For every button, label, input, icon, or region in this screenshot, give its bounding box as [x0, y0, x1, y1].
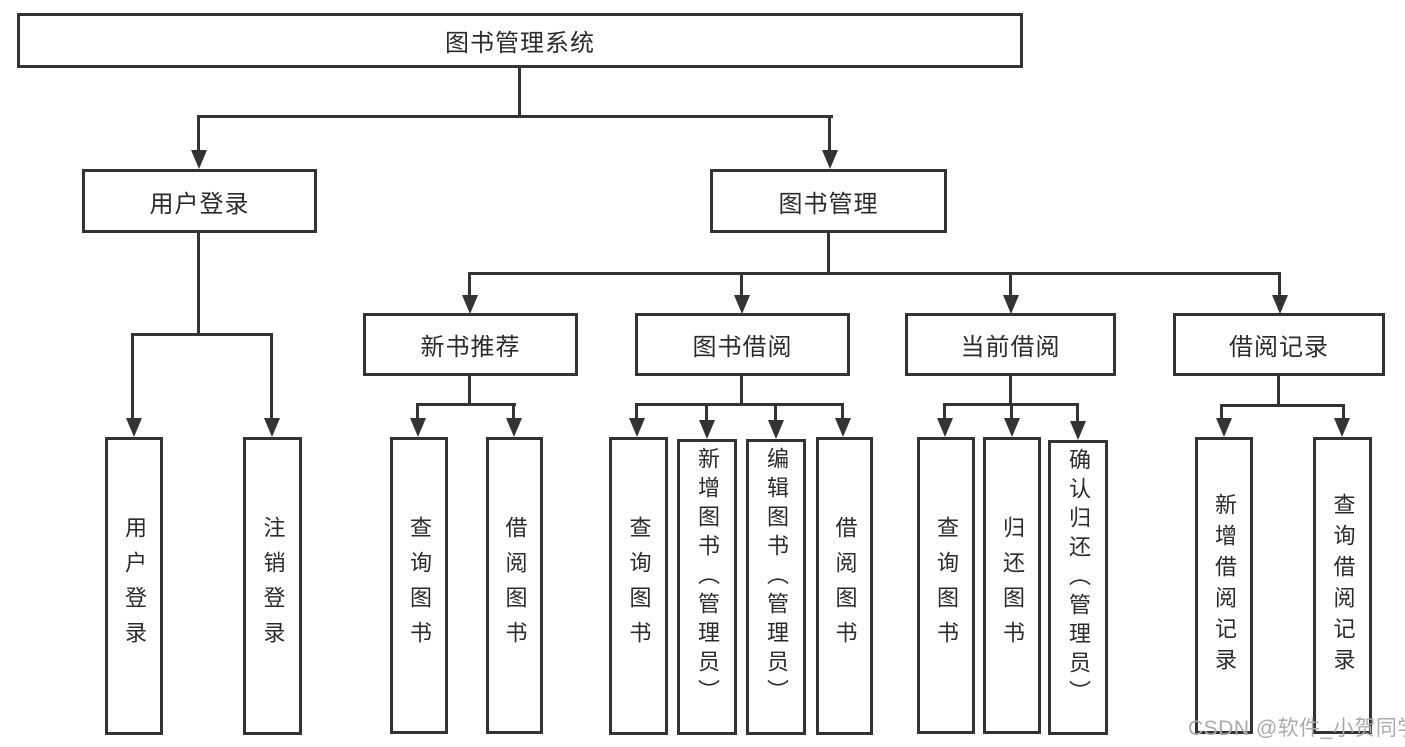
connector-line: [416, 403, 419, 420]
node-book-management: 图书管理: [710, 169, 947, 233]
connector-line: [512, 403, 515, 420]
leaf-recommend-borrow-books: 借阅图书: [486, 437, 543, 734]
connector-line: [1010, 403, 1013, 420]
arrow-down-icon: [264, 418, 280, 437]
leaf-borrowing-edit-books: 编辑图书（管理员）: [746, 439, 806, 735]
leaf-label: 注销登录: [260, 516, 286, 656]
arrow-down-icon: [734, 295, 750, 314]
connector-line: [1009, 272, 1012, 297]
connector-line: [705, 403, 708, 422]
arrow-down-icon: [699, 420, 715, 439]
arrow-down-icon: [126, 418, 142, 437]
leaf-current-confirm-return: 确认归还（管理员）: [1048, 440, 1108, 735]
arrow-down-icon: [1272, 295, 1288, 314]
arrow-down-icon: [768, 420, 784, 439]
node-current-borrowing: 当前借阅: [905, 313, 1116, 376]
node-borrowing-records: 借阅记录: [1173, 313, 1385, 376]
node-library-system: 图书管理系统: [17, 13, 1023, 68]
leaf-logout: 注销登录: [243, 437, 302, 735]
connector-line: [197, 115, 833, 118]
connector-line: [635, 403, 844, 406]
leaf-label: 编辑图书（管理员）: [764, 447, 789, 708]
leaf-label: 查询借阅记录: [1330, 492, 1356, 679]
arrow-down-icon: [1334, 418, 1350, 437]
leaf-current-query-books: 查询图书: [917, 437, 975, 734]
leaf-borrowing-query-books: 查询图书: [609, 437, 668, 735]
node-label: 图书管理: [778, 190, 879, 218]
leaf-label: 确认归还（管理员）: [1066, 448, 1091, 709]
connector-line: [1076, 403, 1079, 423]
node-label: 图书借阅: [692, 334, 793, 361]
leaf-label: 借阅图书: [832, 516, 858, 656]
arrow-down-icon: [1004, 418, 1020, 437]
arrow-down-icon: [1070, 421, 1086, 440]
connector-line: [943, 403, 946, 420]
connector-line: [841, 403, 844, 420]
leaf-label: 新增借阅记录: [1212, 492, 1237, 679]
leaf-label: 查询图书: [626, 516, 652, 656]
connector-line: [518, 68, 521, 117]
arrow-down-icon: [506, 418, 522, 437]
leaf-label: 查询图书: [407, 515, 432, 656]
arrow-down-icon: [410, 418, 426, 437]
arrow-down-icon: [462, 295, 478, 314]
leaf-label: 用户登录: [122, 516, 147, 656]
arrow-down-icon: [937, 418, 953, 437]
arrow-down-icon: [835, 418, 851, 437]
node-user-login: 用户登录: [82, 169, 317, 233]
connector-line: [1220, 404, 1223, 420]
connector-line: [1277, 376, 1280, 406]
leaf-label: 新增图书（管理员）: [695, 447, 720, 708]
leaf-current-return-books: 归还图书: [983, 437, 1041, 734]
arrow-down-icon: [1003, 295, 1019, 314]
connector-line: [1278, 272, 1281, 297]
node-book-borrowing: 图书借阅: [635, 313, 850, 376]
connector-line: [197, 233, 200, 335]
leaf-label: 归还图书: [1000, 515, 1025, 656]
arrow-down-icon: [191, 150, 207, 169]
connector-line: [740, 376, 743, 405]
leaf-records-query-record: 查询借阅记录: [1313, 437, 1372, 734]
connector-line: [416, 403, 516, 406]
arrow-down-icon: [1216, 418, 1232, 437]
leaf-recommend-query-books: 查询图书: [390, 437, 448, 734]
csdn-watermark: CSDN @软件_小贺同学: [1188, 717, 1405, 740]
leaf-records-add-record: 新增借阅记录: [1195, 437, 1253, 734]
node-label: 图书管理系统: [445, 30, 595, 57]
connector-line: [827, 233, 830, 275]
connector-line: [468, 376, 471, 405]
connector-line: [468, 272, 1281, 275]
arrow-down-icon: [822, 150, 838, 169]
leaf-user-login: 用户登录: [105, 437, 163, 735]
connector-line: [131, 333, 134, 419]
leaf-borrowing-add-books: 新增图书（管理员）: [677, 439, 737, 735]
connector-line: [1009, 376, 1012, 405]
node-label: 借阅记录: [1229, 334, 1329, 361]
connector-line: [270, 333, 273, 419]
leaf-label: 借阅图书: [502, 515, 528, 656]
node-label: 新书推荐: [420, 334, 521, 361]
arrow-down-icon: [629, 418, 645, 437]
connector-line: [828, 115, 831, 153]
connector-line: [197, 115, 200, 153]
connector-line: [1342, 404, 1345, 420]
leaf-borrowing-borrow-books: 借阅图书: [816, 437, 873, 735]
connector-line: [774, 403, 777, 422]
connector-line: [740, 272, 743, 297]
node-new-book-recommend: 新书推荐: [363, 313, 578, 376]
connector-line: [1220, 404, 1345, 407]
leaf-label: 查询图书: [934, 515, 959, 656]
connector-line: [635, 403, 638, 420]
node-label: 当前借阅: [960, 334, 1061, 361]
node-label: 用户登录: [149, 190, 250, 218]
connector-line: [131, 333, 273, 336]
connector-line: [468, 272, 471, 297]
